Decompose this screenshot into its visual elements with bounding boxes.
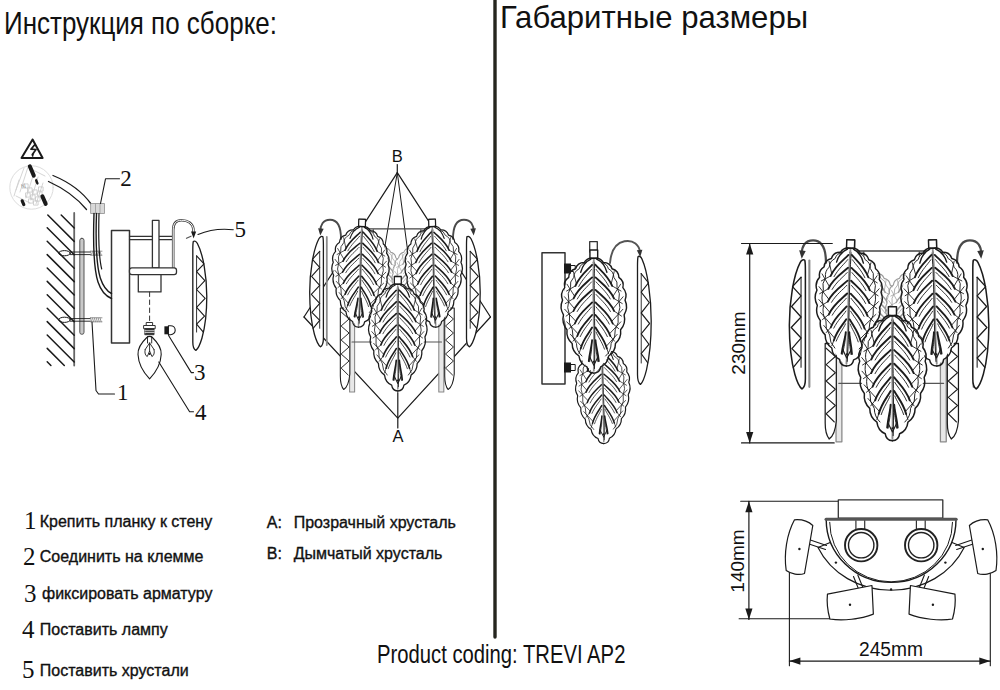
svg-text:N: N: [20, 182, 27, 190]
